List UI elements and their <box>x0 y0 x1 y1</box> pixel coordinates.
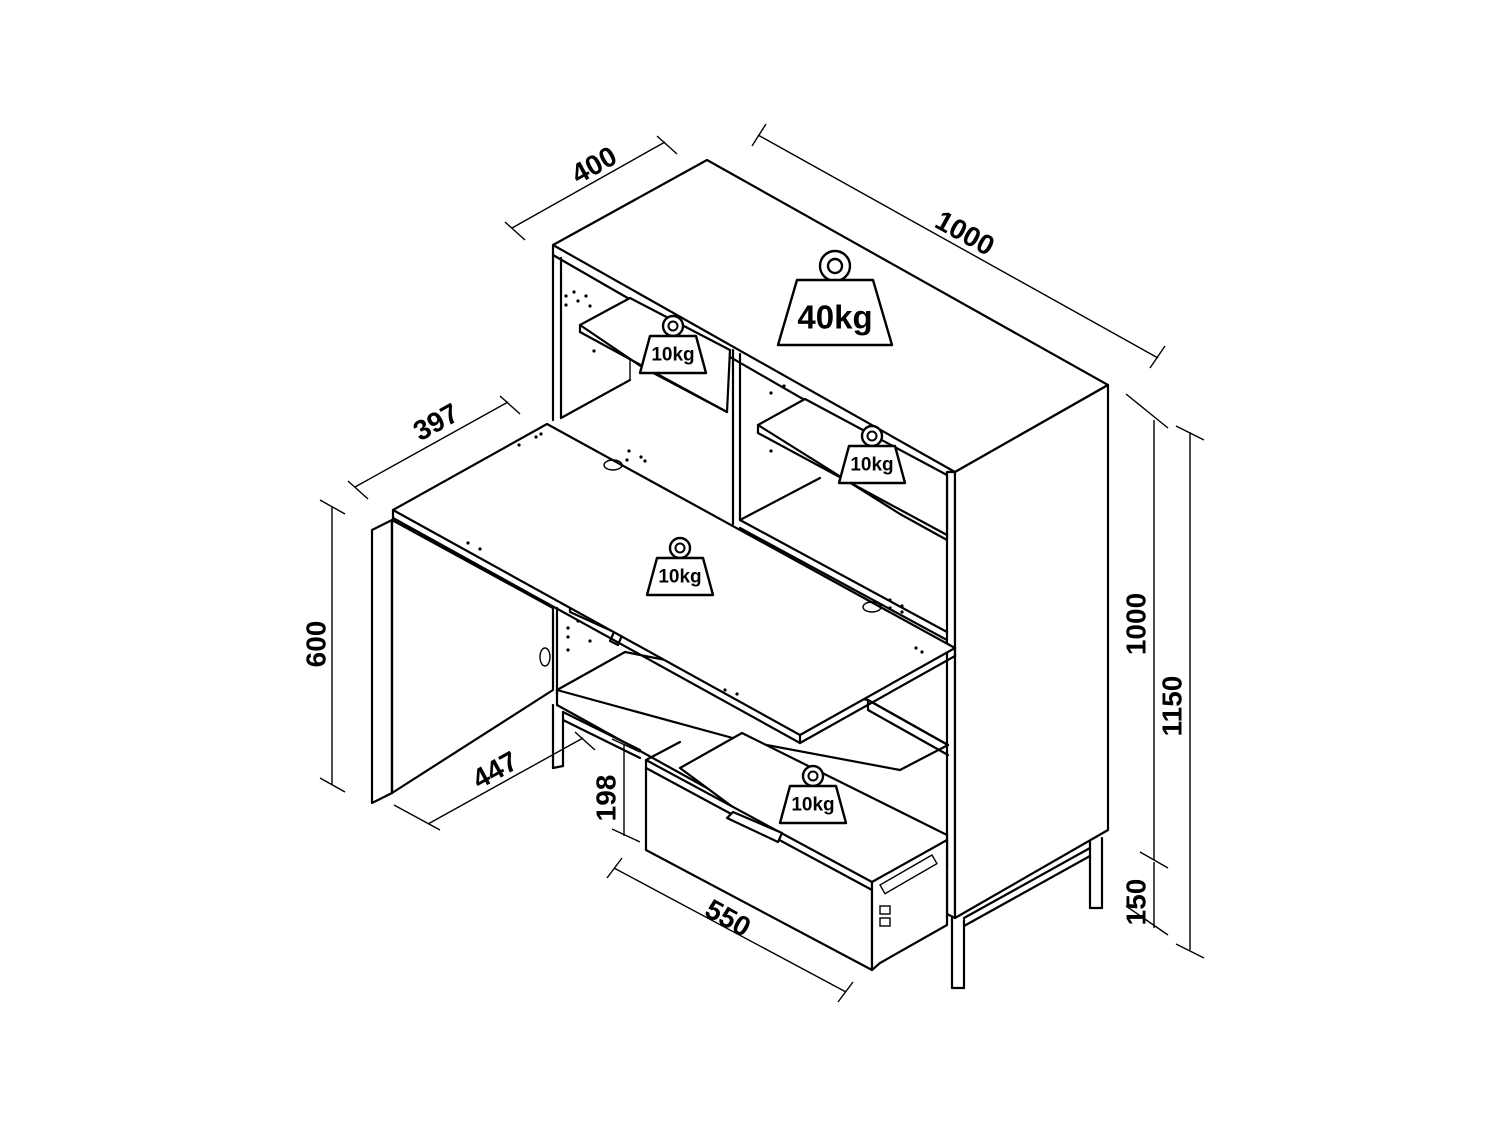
assembly-hole <box>625 458 629 462</box>
dimension-lines <box>319 123 1205 1003</box>
assembly-hole <box>566 635 570 639</box>
assembly-hole <box>900 610 904 614</box>
assembly-hole <box>639 455 643 459</box>
dim-total-height: 1150 <box>1157 676 1188 737</box>
assembly-hole <box>888 598 892 602</box>
assembly-hole <box>564 294 568 298</box>
weight-drawer-label: 10kg <box>791 795 834 816</box>
assembly-hole <box>588 639 592 643</box>
assembly-hole <box>478 547 482 551</box>
weight-top-label: 40kg <box>797 299 872 336</box>
dim-drawer-height: 198 <box>591 775 622 822</box>
legs-right <box>950 836 1104 990</box>
weight-drawer: 10kg <box>778 764 848 825</box>
assembly-hole <box>769 449 773 453</box>
assembly-hole <box>782 384 786 388</box>
dim-body-height: 1000 <box>1121 593 1152 655</box>
weight-top: 40kg <box>776 249 894 347</box>
right-side-panel <box>953 383 1110 920</box>
assembly-hole <box>517 443 521 447</box>
weight-desk: 10kg <box>645 536 715 597</box>
dim-leg-height: 150 <box>1121 879 1152 926</box>
dim-door-width: 447 <box>467 745 523 795</box>
dim-depth-top: 400 <box>566 140 622 190</box>
assembly-hole <box>566 648 570 652</box>
assembly-hole <box>643 459 647 463</box>
assembly-hole <box>769 391 773 395</box>
assembly-hole <box>592 349 596 353</box>
assembly-hole <box>914 646 918 650</box>
dim-desk-height: 600 <box>301 621 332 668</box>
weight-shelf-right: 10kg <box>837 424 907 485</box>
weight-shelf-left: 10kg <box>638 314 708 375</box>
assembly-hole <box>572 290 576 294</box>
door-left <box>370 518 555 805</box>
dim-desk-depth: 397 <box>408 397 464 447</box>
assembly-hole <box>466 541 470 545</box>
assembly-hole <box>584 294 588 298</box>
assembly-hole <box>888 606 892 610</box>
assembly-hole <box>576 619 580 623</box>
drawer-handle <box>725 810 784 844</box>
dim-width-total: 1000 <box>930 204 1000 261</box>
assembly-holes <box>466 290 924 696</box>
assembly-hole <box>920 650 924 654</box>
assembly-hole <box>534 435 538 439</box>
assembly-hole <box>627 449 631 453</box>
assembly-hole <box>576 299 580 303</box>
assembly-hole <box>564 303 568 307</box>
weight-desk-label: 10kg <box>658 567 701 588</box>
right-tower-front <box>945 470 957 920</box>
assembly-hole <box>566 626 570 630</box>
assembly-hole <box>723 688 727 692</box>
weight-shelf-left-label: 10kg <box>651 345 694 366</box>
assembly-hole <box>588 304 592 308</box>
weight-shelf-right-label: 10kg <box>850 455 893 476</box>
assembly-hole <box>900 604 904 608</box>
assembly-hole <box>539 432 543 436</box>
assembly-hole <box>735 692 739 696</box>
